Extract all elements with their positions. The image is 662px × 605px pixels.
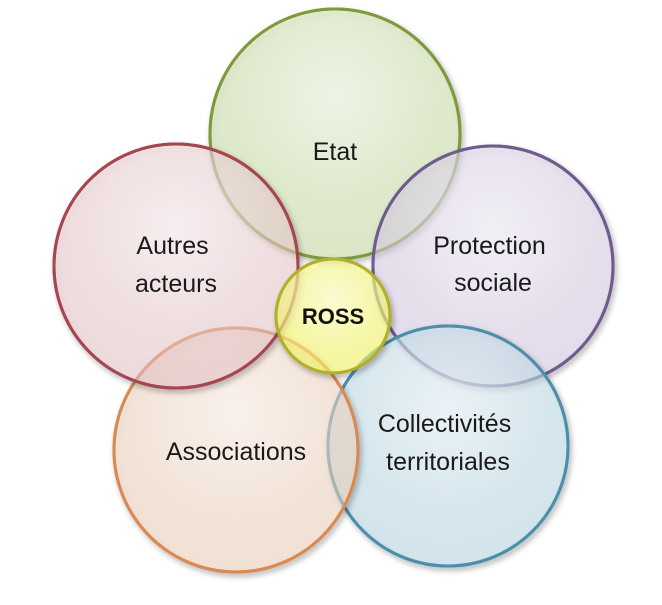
label-autres-acteurs: Autres acteurs [135, 232, 217, 298]
circle-ross-gloss [274, 257, 392, 375]
label-etat: Etat [313, 138, 358, 166]
circle-autres-acteurs: Autres acteurs [52, 142, 300, 390]
label-associations: Associations [166, 438, 306, 466]
circle-autres-acteurs-gloss [52, 142, 300, 390]
label-collectivites-territoriales: Collectivités territoriales [378, 410, 518, 476]
circle-ross-center: ROSS [274, 257, 392, 375]
label-protection-sociale: Protection sociale [433, 232, 553, 297]
label-ross: ROSS [302, 304, 364, 329]
